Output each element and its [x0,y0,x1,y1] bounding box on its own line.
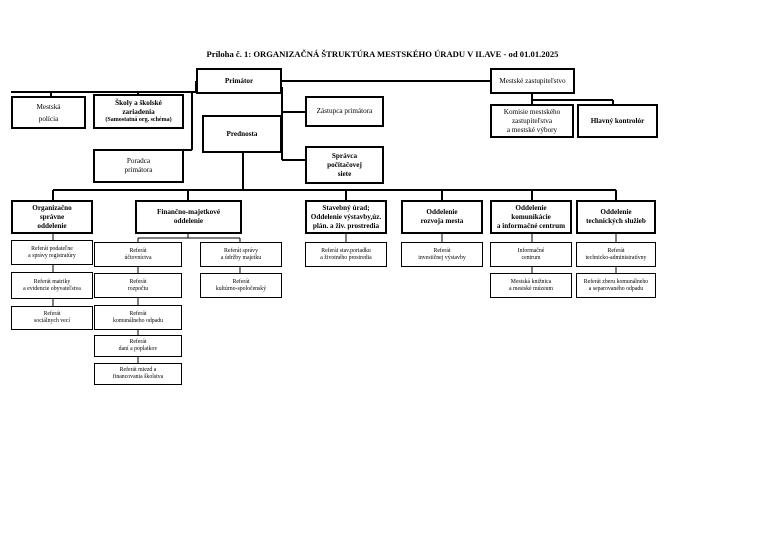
ref-dani-poplatkov: Referát daní a poplatkov [94,335,182,357]
dept-stavebny-urad: Stavebný úrad; Oddelenie výstavby,úz. pl… [305,200,387,234]
ref-socialnych-veci: Referát sociálnych vecí [11,306,93,330]
node-prednosta: Prednosta [202,115,282,153]
ref-spravy-majetku: Referát správy a údržby majetku [200,242,282,267]
ref-komunalneho-odpadu: Referát komunálneho odpadu [94,305,182,330]
dept-technickych-sluzieb: Oddelenie technických služieb [576,200,656,234]
ref-informacne-centrum: Informačné centrum [490,242,572,267]
ref-miezd: Referát miezd a financovania školstva [94,363,182,385]
dept-rozvoja-mesta: Oddelenie rozvoja mesta [401,200,483,234]
node-skoly: Školy a školské zariadenia (Samostatná o… [93,94,184,129]
node-poradca-primatora: Poradca primátora [93,149,184,183]
ref-investicnej-vystavby: Referát investičnej výstavby [401,242,483,267]
ref-rozpoctu: Referát rozpočtu [94,273,182,298]
ref-podatelne: Referát podateľne a správy registratúry [11,240,93,265]
node-primator: Primátor [196,68,282,94]
dept-organizacno-spravne: Organizačno správne oddelenie [11,200,93,234]
node-mestske-zastupitelstvo: Mestské zastupiteľstvo [490,68,575,94]
node-komisie: Komisie mestského zastupiteľstva a mests… [490,104,574,138]
dept-komunikacie: Oddelenie komunikácie a informačné centr… [490,200,572,234]
ref-kulturno-spolocensky: Referát kultúrno-spoločenský [200,273,282,298]
node-spravca-siete: Správca počítačovej siete [305,146,384,184]
ref-technicko-administrativny: Referát technicko-administratívny [576,242,656,267]
ref-kniznica-muzeum: Mestská knižnica a mestské múzeum [490,273,572,298]
page-title: Príloha č. 1: ORGANIZAČNÁ ŠTRUKTÚRA MEST… [206,49,559,59]
ref-zberu-odpadu: Referát zberu komunálneho a separovaného… [576,273,656,298]
dept-financno-majetkove: Finančno-majetkové oddelenie [135,200,242,234]
ref-uctovnictva: Referát účtovníctva [94,242,182,267]
node-hlavny-kontrolor: Hlavný kontrolór [577,104,658,138]
ref-stavebneho-poriadku: Referát stav.poriadku a životného prostr… [305,242,387,267]
ref-matriky: Referát matriky a evidencie obyvateľstva [11,272,93,299]
node-mestska-policia: Mestská polícia [11,96,86,129]
node-zastupca-primatora: Zástupca primátora [305,96,384,127]
